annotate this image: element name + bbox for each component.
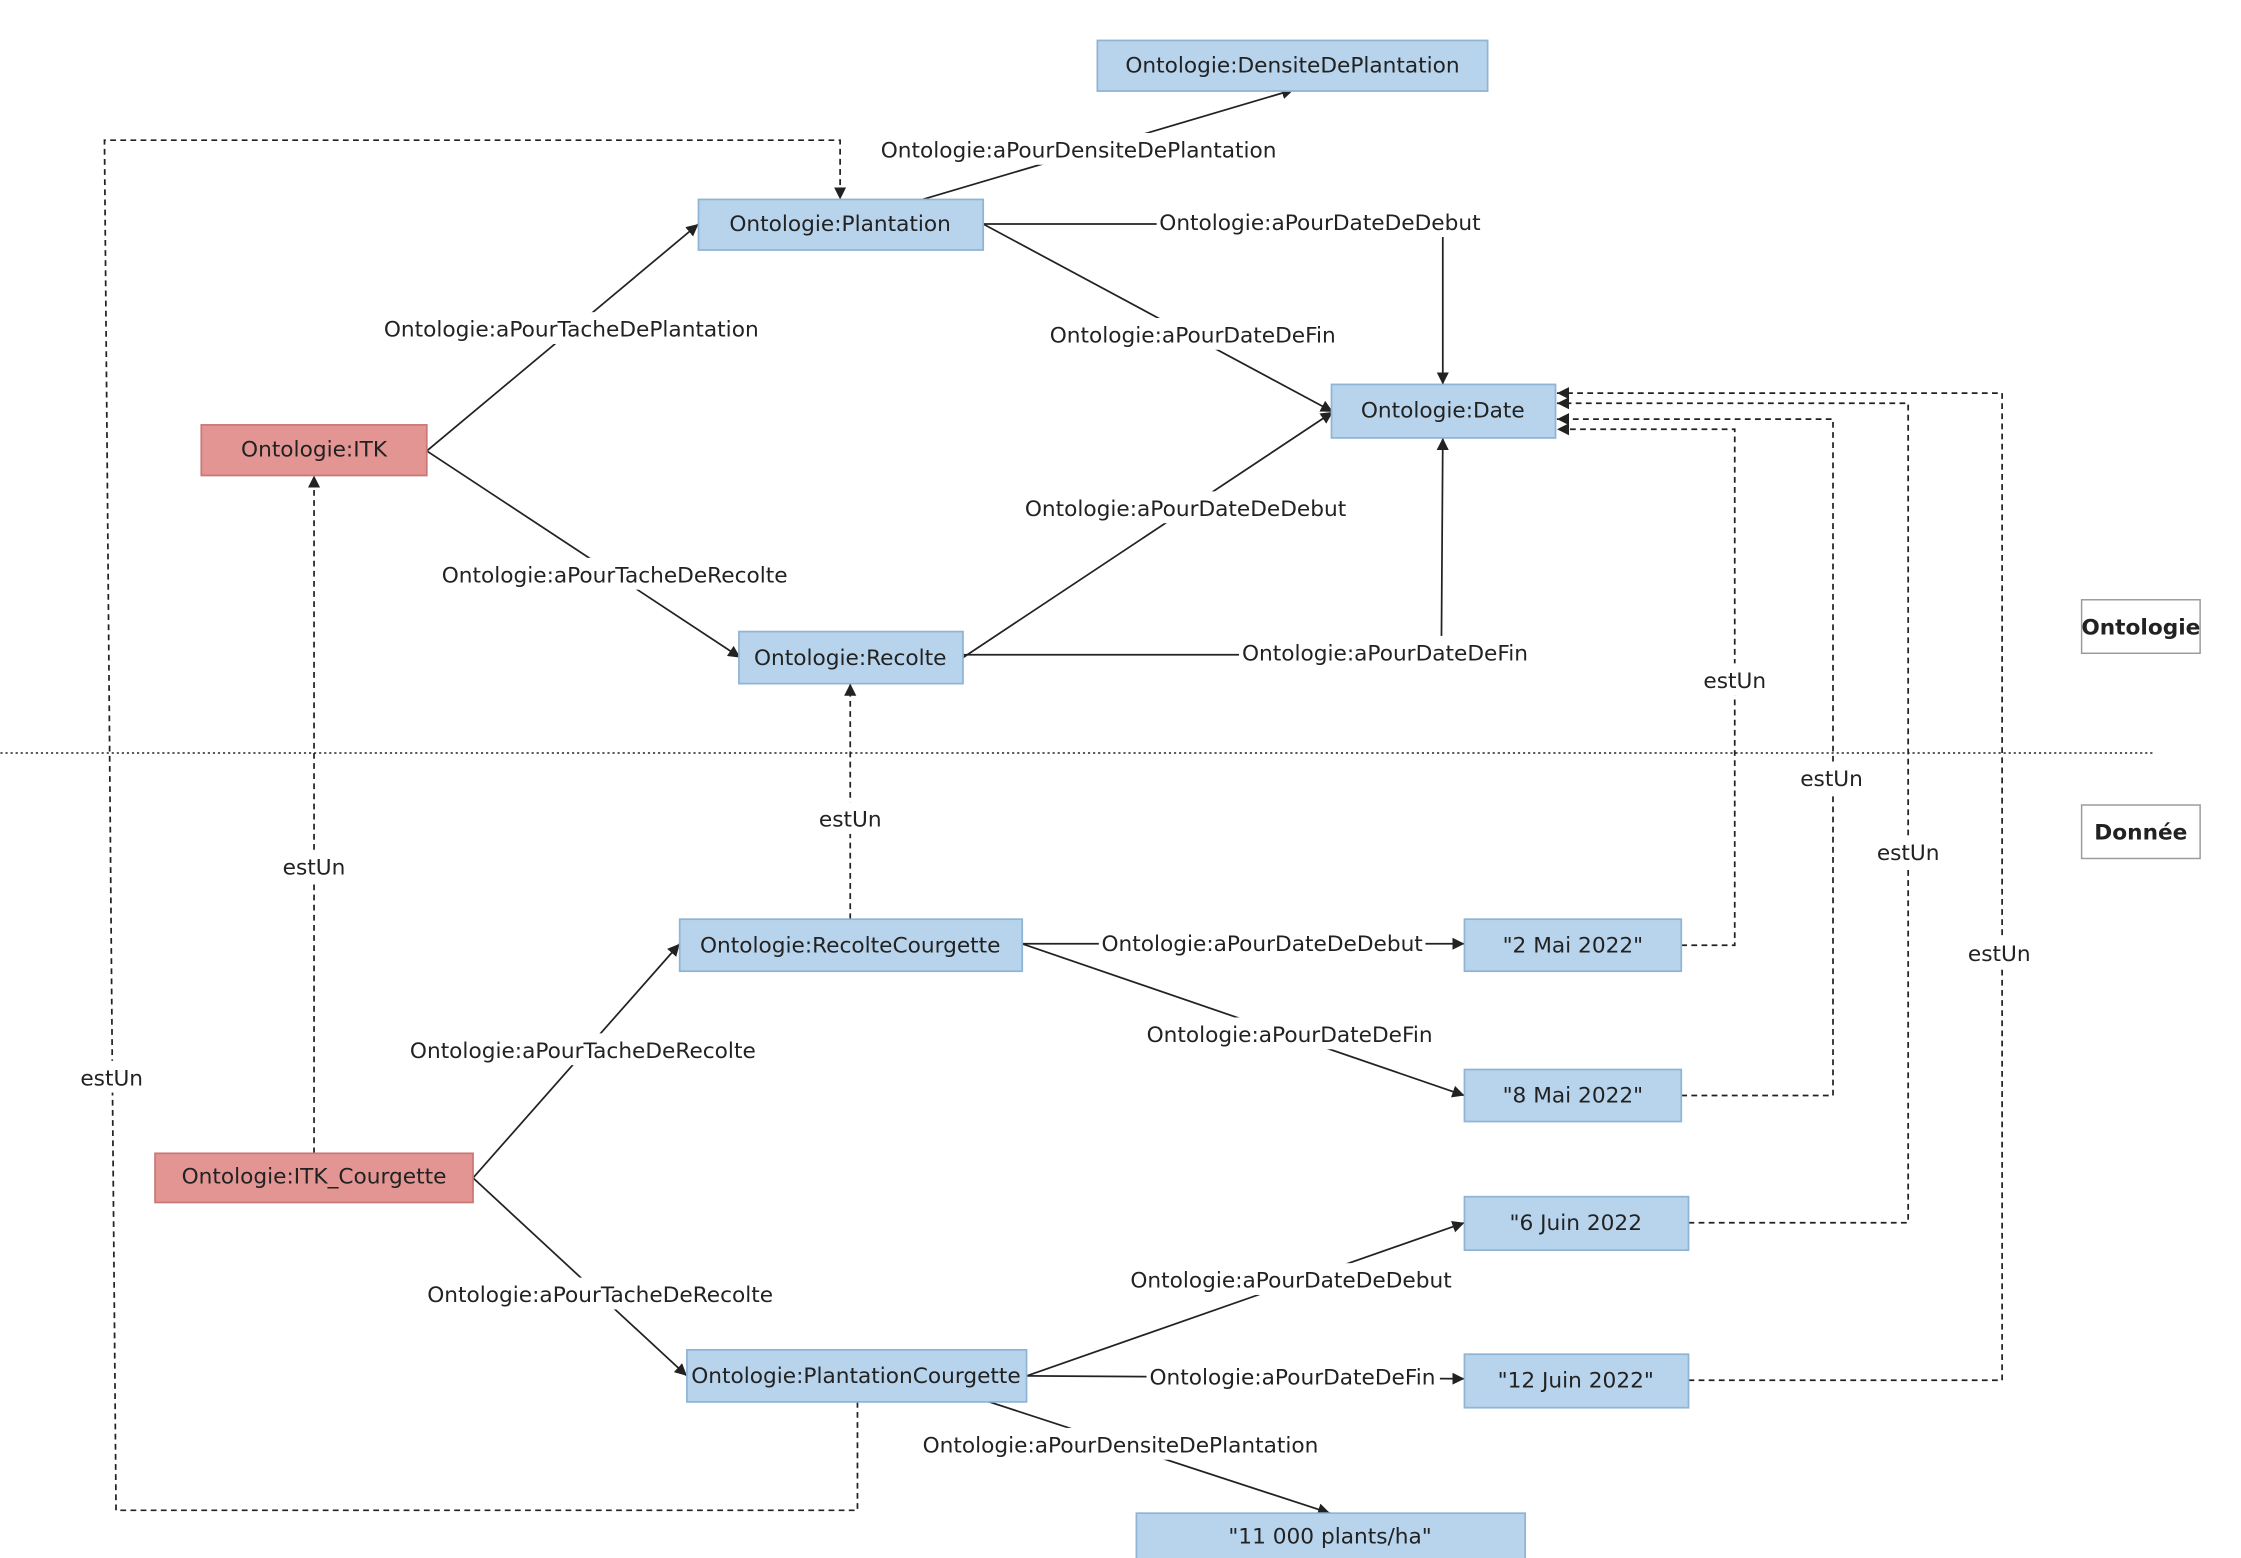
label-a-tache-rec-c2: Ontologie:aPourTacheDeRecolte xyxy=(423,1277,777,1310)
svg-text:"8 Mai 2022": "8 Mai 2022" xyxy=(1503,1084,1644,1109)
svg-text:Ontologie:aPourTacheDePlantati: Ontologie:aPourTacheDePlantation xyxy=(384,318,759,343)
svg-text:"11 000 plants/ha": "11 000 plants/ha" xyxy=(1228,1525,1431,1550)
label-a-densite: Ontologie:aPourDensiteDePlantation xyxy=(879,132,1279,165)
layer-label-ontologie: Ontologie xyxy=(2080,599,2201,654)
svg-text:"2 Mai 2022": "2 Mai 2022" xyxy=(1503,933,1644,958)
svg-text:Ontologie:DensiteDePlantation: Ontologie:DensiteDePlantation xyxy=(1125,53,1459,78)
label-a-date-debut-pc: Ontologie:aPourDateDeDebut xyxy=(1127,1263,1455,1295)
node-plantation[interactable]: Ontologie:Plantation xyxy=(697,198,985,251)
svg-text:Ontologie: Ontologie xyxy=(2081,615,2200,640)
svg-text:estUn: estUn xyxy=(1703,669,1766,694)
node-recolte-courgette[interactable]: Ontologie:RecolteCourgette xyxy=(678,918,1024,973)
svg-text:Ontologie:ITK_Courgette: Ontologie:ITK_Courgette xyxy=(182,1165,447,1190)
node-densite-de-plantation[interactable]: Ontologie:DensiteDePlantation xyxy=(1096,39,1489,92)
svg-text:Ontologie:aPourDateDeFin: Ontologie:aPourDateDeFin xyxy=(1149,1366,1435,1391)
layer-label-donnee: Donnée xyxy=(2080,804,2201,860)
svg-text:Ontologie:aPourDateDeFin: Ontologie:aPourDateDeFin xyxy=(1050,324,1336,349)
svg-text:Ontologie:aPourTacheDeRecolte: Ontologie:aPourTacheDeRecolte xyxy=(427,1283,773,1308)
label-estun-recolte: estUn xyxy=(816,802,884,834)
edge-plantation-date-debut xyxy=(983,223,1449,385)
edge-plantationc-6juin xyxy=(1026,1220,1465,1377)
estun-8mai-date xyxy=(1556,413,1834,1097)
svg-text:Ontologie:aPourDateDeFin: Ontologie:aPourDateDeFin xyxy=(1242,641,1528,666)
svg-text:Ontologie:aPourDateDeFin: Ontologie:aPourDateDeFin xyxy=(1147,1023,1433,1048)
svg-text:"6 Juin 2022: "6 Juin 2022 xyxy=(1510,1211,1642,1236)
svg-text:Ontologie:aPourDateDeDebut: Ontologie:aPourDateDeDebut xyxy=(1159,211,1480,236)
node-plantation-courgette[interactable]: Ontologie:PlantationCourgette xyxy=(686,1349,1028,1403)
node-date-2-mai[interactable]: "2 Mai 2022" xyxy=(1463,918,1683,973)
estun-6juin-date xyxy=(1556,397,1910,1224)
label-a-date-debut-rc: Ontologie:aPourDateDeDebut xyxy=(1098,926,1426,959)
svg-text:estUn: estUn xyxy=(283,855,346,880)
svg-text:Ontologie:Date: Ontologie:Date xyxy=(1361,399,1525,424)
label-a-date-fin-rc: Ontologie:aPourDateDeFin xyxy=(1143,1017,1438,1050)
node-date[interactable]: Ontologie:Date xyxy=(1330,383,1557,439)
node-date-8-mai[interactable]: "8 Mai 2022" xyxy=(1463,1068,1683,1123)
node-recolte[interactable]: Ontologie:Recolte xyxy=(738,630,964,685)
svg-text:Ontologie:aPourDensiteDePlanta: Ontologie:aPourDensiteDePlantation xyxy=(923,1433,1319,1458)
node-itk-courgette[interactable]: Ontologie:ITK_Courgette xyxy=(154,1152,474,1204)
svg-text:estUn: estUn xyxy=(1877,841,1940,866)
svg-text:estUn: estUn xyxy=(80,1066,143,1091)
svg-text:Ontologie:aPourTacheDeRecolte: Ontologie:aPourTacheDeRecolte xyxy=(410,1039,756,1064)
edge-plantation-date-fin xyxy=(982,223,1334,413)
node-densite-value[interactable]: "11 000 plants/ha" xyxy=(1135,1512,1527,1558)
label-a-date-debut-rec: Ontologie:aPourDateDeDebut xyxy=(1022,491,1349,524)
label-estun-1: estUn xyxy=(1700,663,1770,696)
node-date-12-juin[interactable]: "12 Juin 2022" xyxy=(1463,1353,1690,1409)
label-a-tache-plant: Ontologie:aPourTacheDePlantation xyxy=(379,312,764,344)
svg-text:Ontologie:aPourDateDeDebut: Ontologie:aPourDateDeDebut xyxy=(1101,932,1422,957)
edge-recolte-date-fin xyxy=(962,437,1449,656)
edge-recolte-date-debut xyxy=(962,411,1334,659)
label-estun-3: estUn xyxy=(1873,835,1943,868)
svg-text:Ontologie:ITK: Ontologie:ITK xyxy=(241,438,388,463)
estun-12juin-date xyxy=(1556,387,2003,1382)
label-estun-left: estUn xyxy=(78,1060,148,1093)
label-a-date-fin-rec: Ontologie:aPourDateDeFin xyxy=(1239,635,1533,668)
node-itk[interactable]: Ontologie:ITK xyxy=(200,424,428,477)
label-estun-itk: estUn xyxy=(279,849,349,882)
label-estun-4: estUn xyxy=(1964,936,2034,969)
svg-text:Ontologie:PlantationCourgette: Ontologie:PlantationCourgette xyxy=(691,1364,1020,1389)
dashed-edges xyxy=(103,139,2003,1512)
label-a-densite-pc: Ontologie:aPourDensiteDePlantation xyxy=(921,1427,1320,1460)
svg-text:estUn: estUn xyxy=(819,808,882,833)
svg-text:Ontologie:Plantation: Ontologie:Plantation xyxy=(729,212,950,237)
edge-itk-recolte xyxy=(426,450,741,659)
svg-text:estUn: estUn xyxy=(1968,942,2031,967)
label-a-date-fin-pc: Ontologie:aPourDateDeFin xyxy=(1146,1359,1440,1392)
svg-text:Ontologie:aPourDensiteDePlanta: Ontologie:aPourDensiteDePlantation xyxy=(881,139,1277,164)
label-a-tache-rec: Ontologie:aPourTacheDeRecolte xyxy=(438,557,791,590)
svg-text:Ontologie:RecolteCourgette: Ontologie:RecolteCourgette xyxy=(700,933,1001,958)
estun-plantationc-plantation xyxy=(103,139,859,1512)
svg-text:Donnée: Donnée xyxy=(2094,821,2187,846)
svg-text:"12 Juin 2022": "12 Juin 2022" xyxy=(1498,1368,1654,1393)
node-date-6-juin[interactable]: "6 Juin 2022 xyxy=(1463,1195,1690,1252)
svg-text:Ontologie:aPourTacheDeRecolte: Ontologie:aPourTacheDeRecolte xyxy=(442,563,788,588)
label-a-date-fin-plant: Ontologie:aPourDateDeFin xyxy=(1046,317,1339,350)
svg-text:estUn: estUn xyxy=(1800,767,1863,792)
svg-text:Ontologie:aPourDateDeDebut: Ontologie:aPourDateDeDebut xyxy=(1130,1269,1451,1294)
edge-itkc-plantationc xyxy=(472,1177,688,1377)
svg-text:Ontologie:Recolte: Ontologie:Recolte xyxy=(754,646,947,671)
label-a-tache-rec-c: Ontologie:aPourTacheDeRecolte xyxy=(406,1033,760,1066)
svg-text:Ontologie:aPourDateDeDebut: Ontologie:aPourDateDeDebut xyxy=(1025,497,1346,522)
estun-2mai-date xyxy=(1556,423,1736,947)
label-a-date-debut-plant: Ontologie:aPourDateDeDebut xyxy=(1156,205,1484,238)
label-estun-2: estUn xyxy=(1796,761,1867,794)
